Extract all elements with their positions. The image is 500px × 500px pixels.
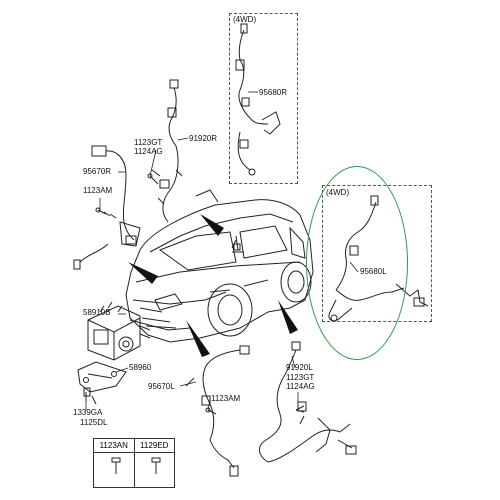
label-1123AM-left: 1123AM — [83, 186, 113, 195]
label-95680L: 95680L — [360, 267, 387, 276]
label-1123GT-bottom: 1123GT — [286, 373, 315, 382]
highlight-ellipse — [306, 166, 408, 360]
label-95680R: 95680R — [259, 88, 288, 97]
pointer-wedges — [128, 214, 298, 357]
label-4wd-top: (4WD) — [233, 15, 257, 24]
label-4wd-right: (4WD) — [326, 188, 350, 197]
bracket-58960-drawing — [77, 361, 127, 405]
fastener-header-1: 1123AN — [93, 438, 135, 453]
label-95670L: 95670L — [148, 382, 175, 391]
label-1339GA: 1339GA — [73, 408, 103, 417]
fastener-cell-2 — [133, 452, 175, 488]
box-4wd-rear-right — [229, 13, 298, 184]
label-58910B: 58910B — [83, 308, 111, 317]
harness-91920L-drawing — [259, 341, 357, 463]
label-91920L: 91920L — [286, 363, 313, 372]
label-1123GT-top: 1123GT — [134, 138, 163, 147]
harness-91920R-drawing — [151, 79, 219, 223]
sensor-95670R-drawing — [73, 145, 141, 270]
fastener-table: 1123AN 1129ED — [93, 438, 175, 488]
vehicle-outline — [125, 199, 314, 343]
label-1124AG-top: 1124AG — [134, 147, 163, 156]
label-95670R: 95670R — [83, 167, 112, 176]
bolt-drawings — [95, 173, 305, 415]
label-58960: 58960 — [129, 363, 152, 372]
fastener-cell-1 — [93, 452, 135, 488]
sensor-95680R-drawing — [235, 23, 281, 176]
label-1123AM-bottom: 1123AM — [211, 394, 241, 403]
label-1124AG-bottom: 1124AG — [286, 382, 315, 391]
sensor-95670L-drawing — [185, 345, 250, 477]
label-1125DL: 1125DL — [80, 418, 108, 427]
fastener-header-2: 1129ED — [133, 438, 175, 453]
label-91920R: 91920R — [189, 134, 218, 143]
harness-center-drawing — [231, 235, 244, 253]
abs-module-drawing — [87, 301, 151, 361]
